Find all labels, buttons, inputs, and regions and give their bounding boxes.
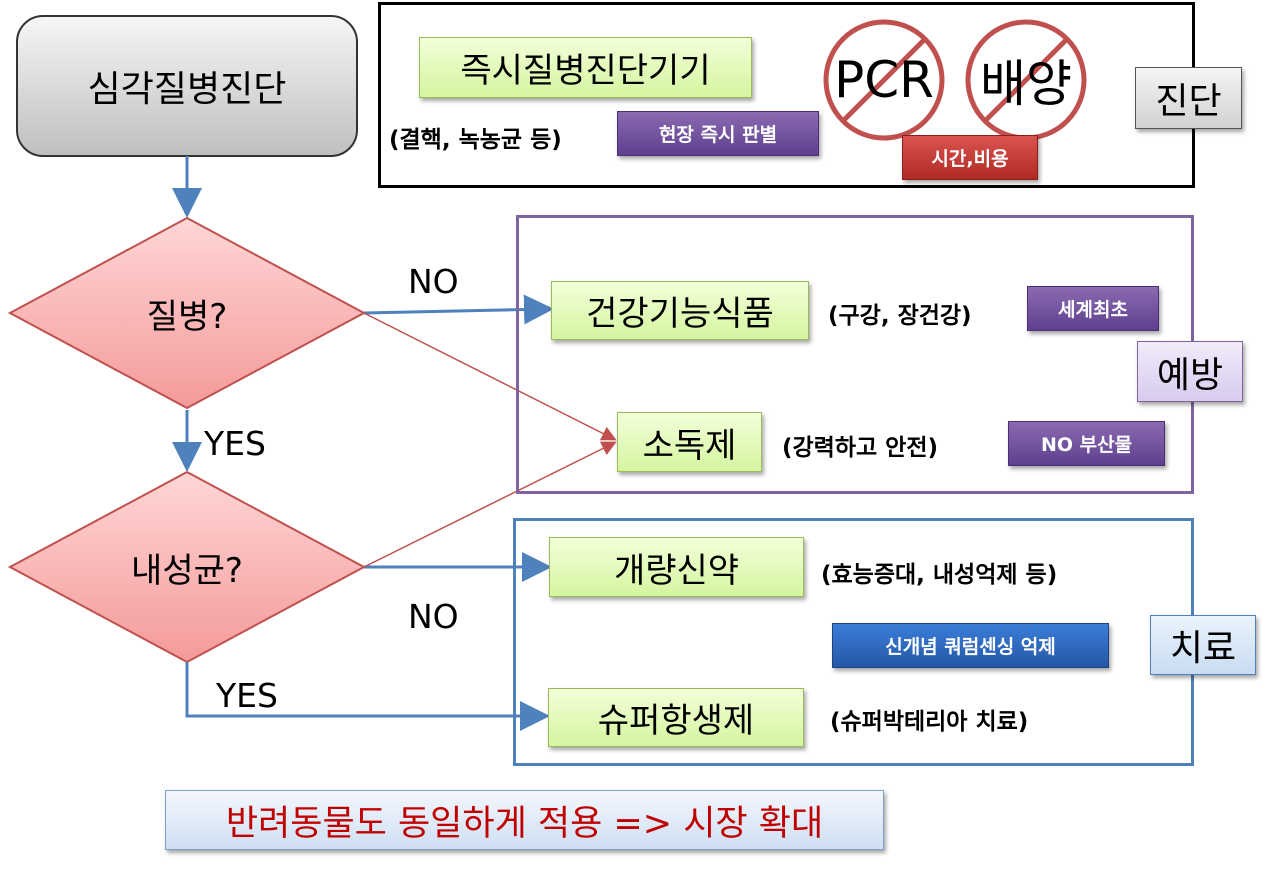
improved-drug-note: (효능증대, 내성억제 등)	[821, 562, 1058, 588]
pet-market-expansion-banner: 반려동물도 동일하게 적용 => 시장 확대	[165, 790, 884, 850]
super-antibiotic-note: (슈퍼박테리아 치료)	[830, 709, 1029, 735]
decision-disease-diamond	[7, 216, 367, 410]
disease-yes-label: YES	[204, 424, 266, 463]
pcr-prohibited-icon	[823, 19, 945, 141]
prevention-side-label: 예방	[1137, 341, 1243, 402]
improved-drug-box: 개량신약	[549, 537, 804, 597]
treatment-side-label: 치료	[1150, 615, 1256, 675]
rapid-diagnosis-note: (결핵, 녹농균 등)	[389, 127, 562, 153]
rapid-diagnosis-device-box: 즉시질병진단기기	[419, 37, 752, 98]
disinfectant-note: (강력하고 안전)	[782, 435, 938, 461]
resistant-yes-label: YES	[216, 676, 278, 715]
time-cost-badge: 시간,비용	[902, 135, 1038, 180]
decision-resistant-label: 내성균?	[131, 550, 243, 591]
arrow-resistant-yes	[185, 662, 550, 731]
no-byproduct-badge: NO 부산물	[1008, 421, 1165, 466]
health-food-note: (구강, 장건강)	[828, 303, 972, 329]
disinfectant-box: 소독제	[617, 412, 762, 472]
resistant-no-label: NO	[408, 597, 459, 636]
start-node-label: 심각질병진단	[87, 69, 287, 110]
arrow-disease-to-disinfectant	[363, 312, 617, 441]
super-antibiotic-box: 슈퍼항생제	[548, 688, 804, 747]
quorum-sensing-badge: 신개념 쿼럼센싱 억제	[832, 623, 1109, 668]
onsite-detection-badge: 현장 즉시 판별	[617, 111, 819, 156]
decision-disease-label: 질병?	[146, 296, 228, 337]
world-first-badge: 세계최초	[1027, 286, 1159, 331]
health-food-box: 건강기능식품	[551, 281, 809, 340]
disease-no-label: NO	[408, 262, 459, 301]
pcr-label: PCR	[834, 51, 934, 109]
arrow-resistant-to-disinfectant	[363, 441, 617, 568]
culture-label: 배양	[980, 55, 1072, 113]
diagnosis-side-label: 진단	[1135, 67, 1242, 129]
